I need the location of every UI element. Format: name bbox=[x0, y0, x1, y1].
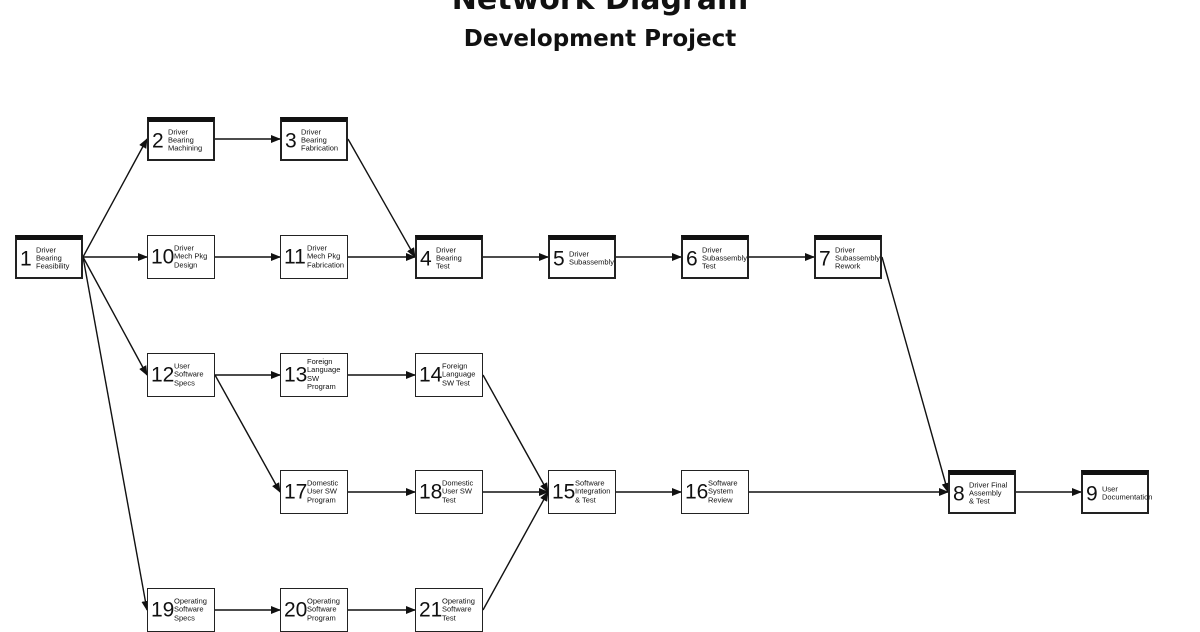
activity-label: Driver Bearing Test bbox=[436, 244, 462, 271]
activity-number: 20 bbox=[284, 598, 308, 622]
arrow-3-to-4 bbox=[347, 138, 416, 258]
activity-label: Driver Bearing Feasibility bbox=[36, 244, 70, 271]
activity-number: 8 bbox=[953, 482, 965, 505]
activity-number: 13 bbox=[284, 363, 308, 387]
activity-label: Foreign Language SW Program bbox=[307, 357, 341, 392]
activity-label: Operating Software Test bbox=[442, 596, 475, 623]
activity-label: Driver Final Assembly & Test bbox=[969, 479, 1008, 506]
activity-label: User Software Specs bbox=[174, 361, 204, 388]
activity-number: 15 bbox=[552, 480, 576, 504]
arrow-1-to-2 bbox=[82, 138, 148, 258]
arrow-1-to-19 bbox=[82, 256, 150, 611]
activity-number: 11 bbox=[284, 245, 306, 269]
activity-number: 5 bbox=[553, 247, 565, 270]
arrow-7-to-8 bbox=[881, 256, 950, 493]
activity-number: 9 bbox=[1086, 482, 1098, 505]
arrow-1-to-12 bbox=[82, 256, 148, 376]
activity-label: Driver Bearing Fabrication bbox=[301, 126, 339, 153]
diagram-title: Network Diagram bbox=[0, 0, 1200, 17]
arrow-14-to-15 bbox=[482, 374, 549, 493]
activity-label: Driver Subassembly Rework bbox=[835, 244, 881, 271]
activity-label: Software Integration & Test bbox=[575, 478, 611, 505]
activity-number: 3 bbox=[285, 129, 297, 152]
activity-number: 2 bbox=[152, 129, 164, 152]
activity-label: Foreign Language SW Test bbox=[442, 361, 476, 388]
activity-label: Driver Bearing Machining bbox=[168, 126, 203, 153]
activity-label: Domestic User SW Program bbox=[307, 478, 339, 505]
activity-number: 21 bbox=[419, 598, 443, 622]
activity-number: 16 bbox=[685, 480, 709, 504]
activity-number: 14 bbox=[419, 363, 443, 387]
activity-label: Driver Mech Pkg Design bbox=[174, 243, 208, 270]
diagram-subtitle: Development Project bbox=[463, 26, 737, 52]
activity-number: 12 bbox=[151, 363, 175, 387]
activity-label: Operating Software Specs bbox=[174, 596, 207, 623]
activity-number: 10 bbox=[151, 245, 175, 269]
activity-number: 4 bbox=[420, 247, 432, 270]
arrow-21-to-15 bbox=[482, 491, 549, 611]
arrow-12-to-17 bbox=[214, 374, 281, 493]
activity-number: 1 bbox=[20, 247, 32, 270]
activity-number: 18 bbox=[419, 480, 443, 504]
activity-number: 17 bbox=[284, 480, 308, 504]
activity-label: User Documentation bbox=[1102, 484, 1153, 502]
activity-number: 6 bbox=[686, 247, 698, 270]
activity-label: Software System Review bbox=[708, 478, 738, 505]
activity-label: Driver Subassembly bbox=[569, 249, 615, 267]
activity-label: Operating Software Program bbox=[307, 596, 340, 623]
activity-label: Driver Mech Pkg Fabrication bbox=[307, 243, 345, 270]
activity-number: 7 bbox=[819, 247, 831, 270]
activity-number: 19 bbox=[151, 598, 175, 622]
activity-label: Domestic User SW Test bbox=[442, 478, 474, 505]
activity-label: Driver Subassembly Test bbox=[702, 244, 748, 271]
edges-layer bbox=[82, 135, 1082, 614]
